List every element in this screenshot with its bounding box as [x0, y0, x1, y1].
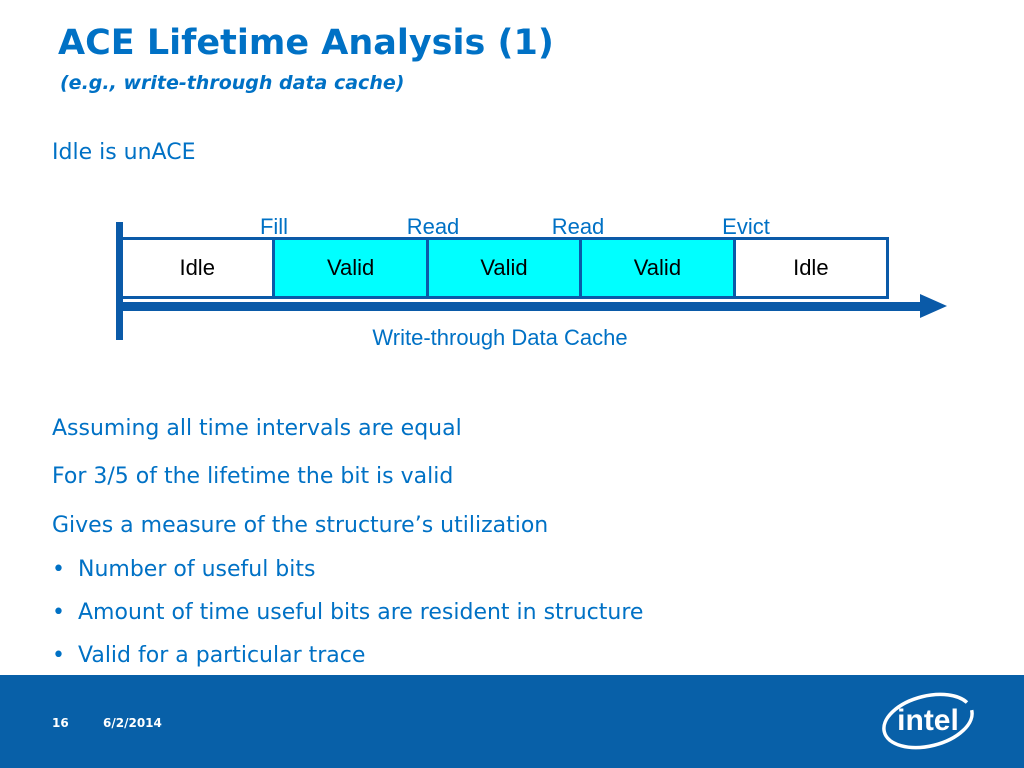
time-axis-line	[120, 302, 925, 311]
lifetime-cell: Valid	[275, 240, 426, 296]
bullet-text: Valid for a particular trace	[78, 643, 366, 668]
lifetime-cell: Valid	[428, 240, 580, 296]
lifetime-cell: Idle	[735, 240, 887, 296]
event-label-read-2: Read	[551, 214, 605, 239]
slide-subtitle: (e.g., write-through data cache)	[60, 72, 405, 94]
lifetime-cell: Valid	[582, 240, 733, 296]
body-paragraph: For 3/5 of the lifetime the bit is valid	[52, 464, 454, 489]
footer-bar: 16 6/2/2014 intel	[0, 675, 1024, 768]
intel-logo-text: intel	[897, 704, 959, 737]
lifetime-diagram: Fill Read Read Evict Idle Valid Valid Va…	[116, 214, 947, 350]
bullet-dot-icon: •	[52, 600, 65, 625]
intel-logo-icon: intel	[882, 692, 974, 750]
bullet-item: • Number of useful bits	[52, 557, 315, 582]
slide-date: 6/2/2014	[103, 716, 162, 730]
lifetime-cells: Idle Valid Valid Valid Idle	[119, 237, 889, 299]
bullet-item: • Valid for a particular trace	[52, 643, 365, 668]
lifetime-cell: Idle	[122, 240, 273, 296]
slide-number: 16	[52, 716, 69, 730]
event-label-fill: Fill	[259, 214, 289, 239]
event-label-evict: Evict	[722, 214, 770, 239]
bullet-dot-icon: •	[52, 643, 65, 668]
slide-title: ACE Lifetime Analysis (1)	[58, 23, 554, 63]
time-axis-arrow-icon	[920, 294, 947, 318]
bullet-text: Amount of time useful bits are resident …	[78, 600, 644, 625]
intro-text: Idle is unACE	[52, 140, 196, 165]
body-paragraph: Assuming all time intervals are equal	[52, 416, 462, 441]
bullet-text: Number of useful bits	[78, 557, 316, 582]
body-paragraph: Gives a measure of the structure’s utili…	[52, 513, 549, 538]
event-label-read-1: Read	[406, 214, 460, 239]
timeline-start-bar	[116, 222, 123, 340]
diagram-caption: Write-through Data Cache	[372, 325, 628, 350]
bullet-item: • Amount of time useful bits are residen…	[52, 600, 643, 625]
bullet-dot-icon: •	[52, 557, 65, 582]
